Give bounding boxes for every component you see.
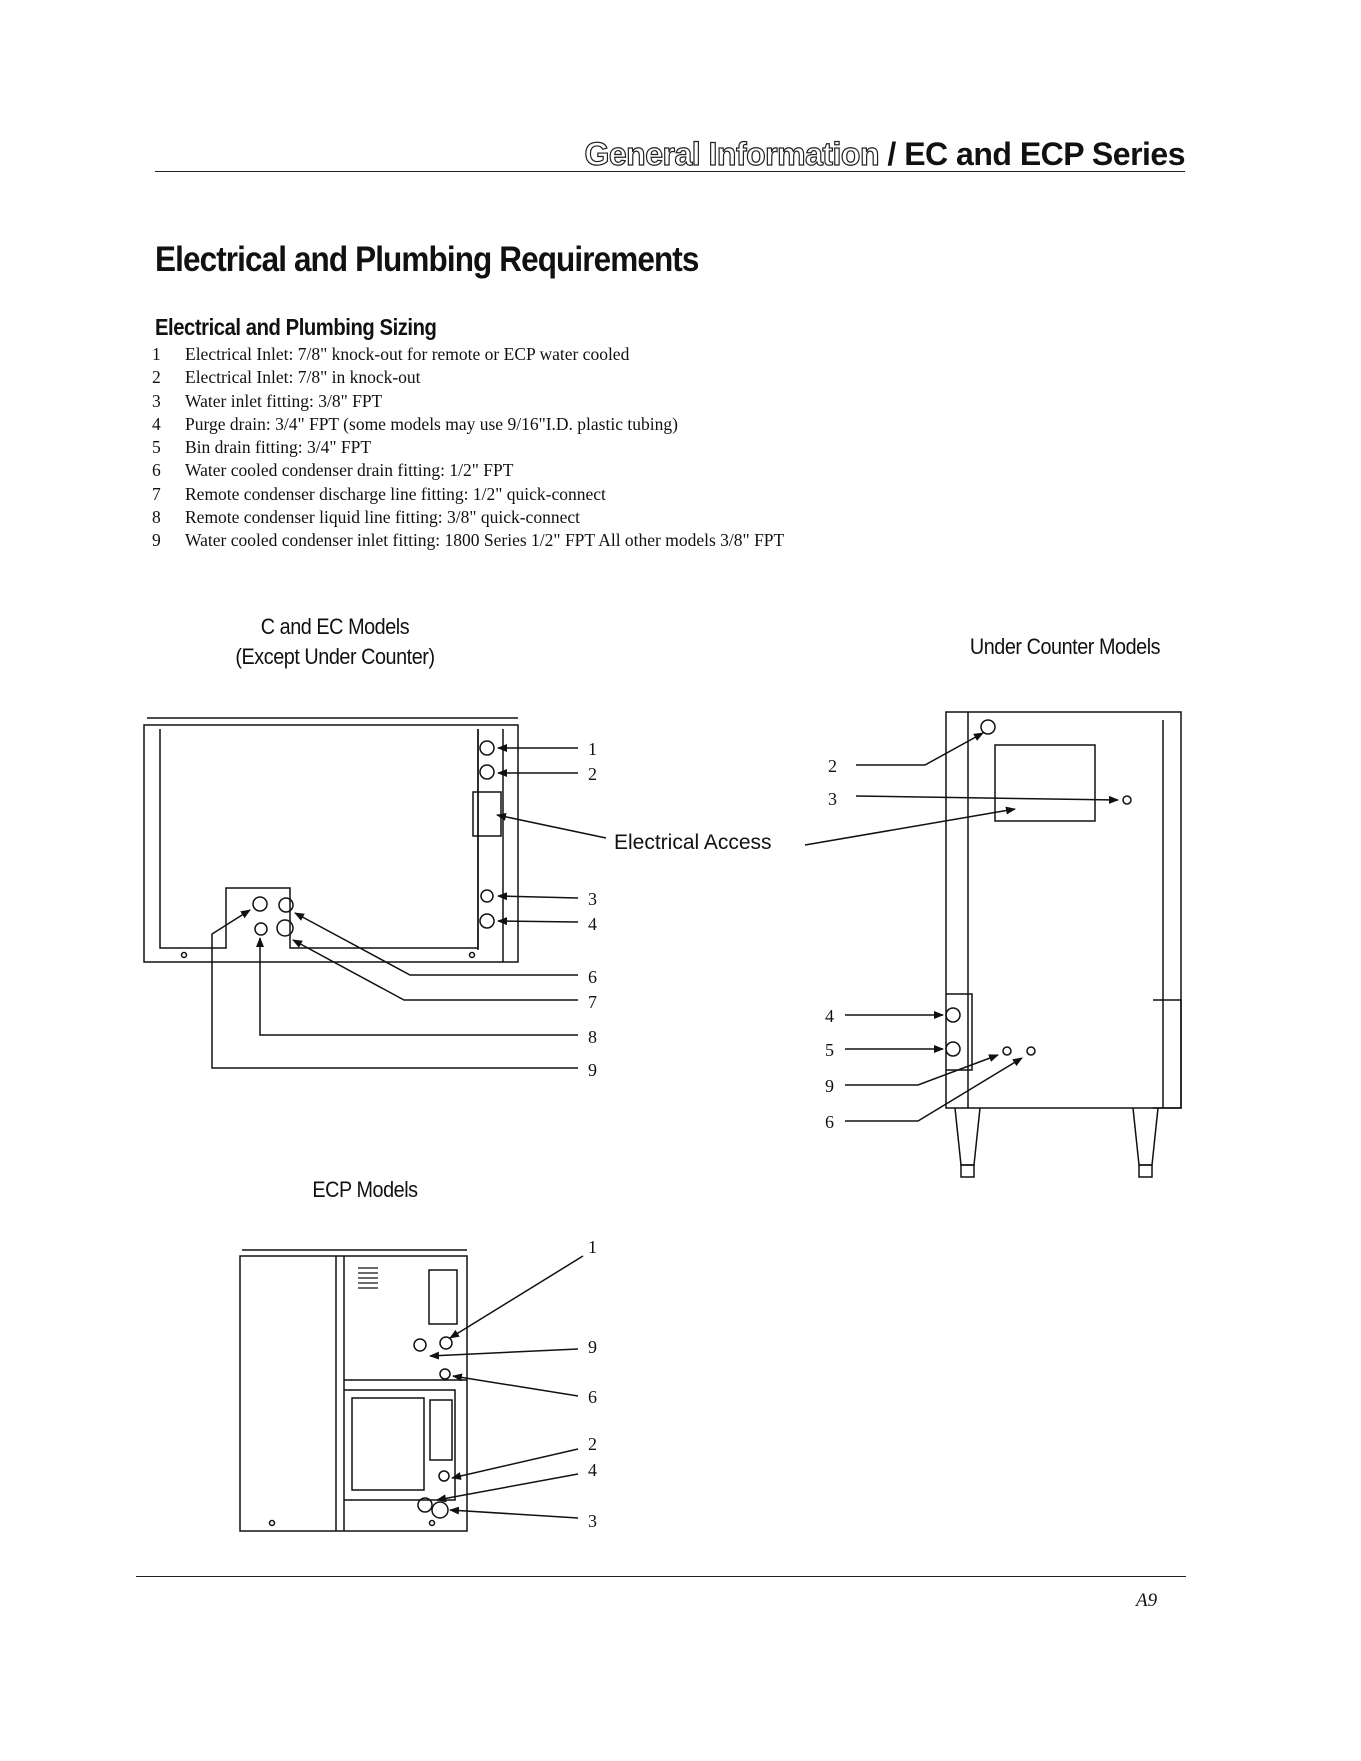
ecp-callout: 9 <box>588 1337 597 1357</box>
sizing-item: 4 Purge drain: 3/4" FPT (some models may … <box>152 414 784 437</box>
c-ec-callout: 6 <box>588 967 597 987</box>
under-counter-callout: 5 <box>825 1040 834 1060</box>
ecp-callout: 3 <box>588 1511 597 1531</box>
ecp-callout: 1 <box>588 1237 597 1257</box>
footer-rule <box>136 1576 1186 1577</box>
ecp-callout: 6 <box>588 1387 597 1407</box>
c-ec-callout: 8 <box>588 1027 597 1047</box>
ecp-models-caption: ECP Models <box>312 1177 418 1202</box>
ecp-callout: 2 <box>588 1434 597 1454</box>
ecp-callout: 4 <box>588 1460 597 1480</box>
header-rule <box>155 171 1185 172</box>
sizing-item: 2 Electrical Inlet: 7/8" in knock-out <box>152 367 784 390</box>
c-ec-callout: 1 <box>588 739 597 759</box>
sizing-item-number: 8 <box>152 507 161 528</box>
under-counter-callout: 6 <box>825 1112 834 1132</box>
c-ec-callout: 4 <box>588 914 597 934</box>
sizing-item-number: 7 <box>152 483 161 504</box>
sizing-item-number: 4 <box>152 413 161 434</box>
sizing-item-number: 1 <box>152 344 161 364</box>
electrical-access-label: Electrical Access <box>614 831 772 854</box>
page-header: General Information / EC and ECP Series <box>584 135 1186 173</box>
c-ec-models-caption: C and EC Models (Except Under Counter) <box>232 612 439 672</box>
c-ec-callout: 2 <box>588 764 597 784</box>
page-title: Electrical and Plumbing Requirements <box>155 240 699 279</box>
c-ec-callout: 9 <box>588 1060 597 1080</box>
c-ec-callout: 7 <box>588 992 597 1012</box>
sizing-item: 6 Water cooled condenser drain fitting: 1… <box>152 460 784 483</box>
sizing-item: 3 Water inlet fitting: 3/8" FPT <box>152 391 784 414</box>
sizing-item-text: Remote condenser liquid line fitting: 3/… <box>185 507 580 528</box>
page-number: A9 <box>1136 1590 1158 1611</box>
under-counter-callout: 9 <box>825 1076 834 1096</box>
sizing-item: 9 Water cooled condenser inlet fitting: 1… <box>152 530 784 553</box>
sizing-item-text: Purge drain: 3/4" FPT (some models may u… <box>185 413 678 434</box>
sizing-item-number: 2 <box>152 367 161 388</box>
sizing-item-text: Water cooled condenser inlet fitting: 18… <box>185 530 785 551</box>
sizing-item-text: Electrical Inlet: 7/8" knock-out for rem… <box>185 344 630 364</box>
ecp-unit-drawing <box>239 1249 468 1532</box>
sizing-item: 8 Remote condenser liquid line fitting: 3… <box>152 507 784 530</box>
sizing-item: 7 Remote condenser discharge line fitting… <box>152 484 784 507</box>
under-counter-unit-drawing <box>945 711 1182 1178</box>
sizing-item-text: Electrical Inlet: 7/8" in knock-out <box>185 367 421 388</box>
sizing-item-number: 9 <box>152 530 161 551</box>
sizing-item: 1 Electrical Inlet: 7/8" knock-out for re… <box>152 344 784 367</box>
under-counter-callout: 4 <box>825 1006 834 1026</box>
under-counter-callout: 2 <box>828 756 837 776</box>
c-ec-caption-line1: C and EC Models <box>260 614 410 639</box>
sizing-item-number: 6 <box>152 460 161 481</box>
sizing-heading: Electrical and Plumbing Sizing <box>155 314 437 340</box>
under-counter-callout: 3 <box>828 789 837 809</box>
sizing-item: 5 Bin drain fitting: 3/4" FPT <box>152 437 784 460</box>
sizing-item-text: Water cooled condenser drain fitting: 1/… <box>185 460 514 481</box>
sizing-item-text: Bin drain fitting: 3/4" FPT <box>185 437 372 458</box>
under-counter-caption: Under Counter Models <box>969 634 1161 659</box>
c-ec-unit-drawing <box>143 717 519 963</box>
sizing-item-number: 3 <box>152 390 161 411</box>
sizing-list: 1 Electrical Inlet: 7/8" knock-out for re… <box>152 344 784 554</box>
sizing-item-number: 5 <box>152 437 161 458</box>
header-section: General Information <box>584 135 880 172</box>
sizing-item-text: Water inlet fitting: 3/8" FPT <box>185 390 383 411</box>
header-separator: / <box>879 136 905 172</box>
header-series: EC and ECP Series <box>904 136 1185 172</box>
c-ec-caption-line2: (Except Under Counter) <box>235 644 435 669</box>
c-ec-callout: 3 <box>588 889 597 909</box>
sizing-item-text: Remote condenser discharge line fitting:… <box>185 483 606 504</box>
